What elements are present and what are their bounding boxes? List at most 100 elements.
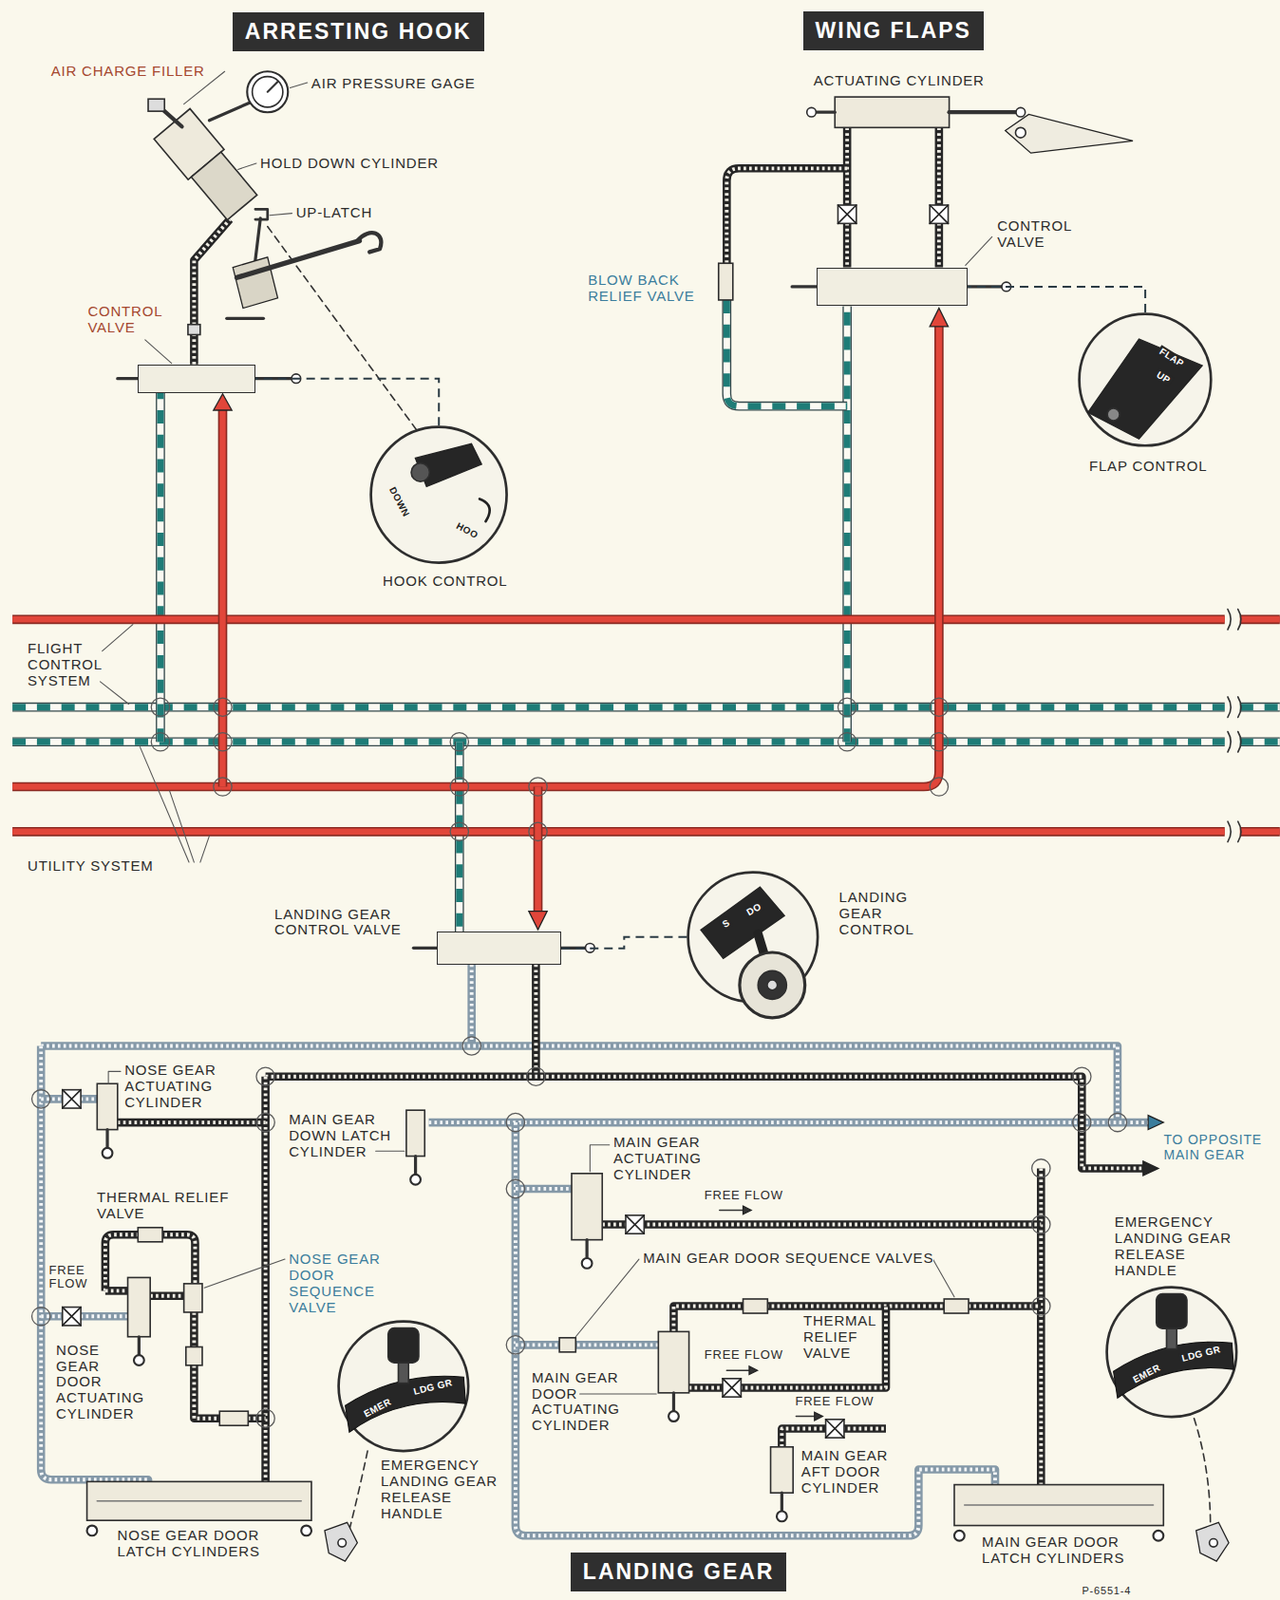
hydraulic-line (12, 736, 1225, 747)
check-valve-cross (826, 1419, 845, 1438)
hydraulic-line (150, 1294, 184, 1299)
section-title-band: LANDING GEAR (570, 1552, 788, 1591)
flow-arrow (1148, 1115, 1164, 1130)
pressure-arrow (929, 308, 948, 327)
air-charge-filler (148, 98, 165, 112)
line-junction (450, 822, 469, 841)
part-label: NOSE GEAR ACTUATING CYLINDER (124, 1061, 216, 1111)
label-box: HOLD DOWN CYLINDER (260, 155, 439, 172)
control-dial: FLAP CONTROLFLAPUP (1077, 312, 1213, 448)
sequence-valve (186, 1346, 203, 1365)
hydraulic-line (845, 127, 849, 267)
hydraulic-line (515, 1122, 996, 1536)
hydraulic-line (1240, 614, 1280, 624)
part-label: MAIN GEAR DOWN LATCH CYLINDER (288, 1110, 392, 1160)
hydraulic-line (602, 1223, 1041, 1227)
label-box: FLIGHT CONTROL SYSTEM (27, 640, 118, 690)
label-box: MAIN GEAR AFT DOOR CYLINDER (801, 1448, 902, 1497)
hydraulic-line (726, 300, 848, 407)
hydraulic-line (193, 219, 230, 365)
label-box: THERMAL RELIEF VALVE (96, 1189, 254, 1223)
hydraulic-line (193, 1365, 265, 1419)
hydraulic-line (12, 702, 1225, 713)
hydraulic-line (105, 1288, 129, 1293)
hydraulic-line (1240, 738, 1280, 746)
control-valve: LANDING GEAR CONTROL VALVE (436, 931, 562, 964)
actuating-cylinder (128, 1277, 151, 1337)
part-label: ACTUATING CYLINDER (813, 72, 985, 89)
hold-down-cylinder (153, 109, 261, 224)
rod-eye (102, 1148, 113, 1159)
line-junction (213, 697, 232, 716)
label-box: AIR PRESSURE GAGE (311, 75, 476, 93)
control-linkage (267, 226, 419, 433)
piston-rod (780, 1492, 784, 1511)
hydraulic-line (40, 1314, 128, 1318)
section-title: LANDING GEAR (583, 1559, 775, 1584)
check-valve (62, 1307, 81, 1326)
line-junction (1032, 1215, 1051, 1234)
label-box: MAIN GEAR DOWN LATCH CYLINDER (288, 1111, 398, 1161)
wheel-hub (767, 979, 778, 991)
hydraulic-line (1240, 827, 1280, 837)
component-label: EMERGENCY LANDING GEAR RELEASE HANDLE (1114, 1214, 1250, 1280)
check-valve (837, 205, 856, 224)
hydraulic-line (12, 703, 1225, 711)
part-label: MAIN GEAR DOOR LATCH CYLINDERS (981, 1533, 1125, 1566)
sequence-valve (743, 1298, 769, 1314)
check-valve (722, 1378, 741, 1397)
check-valve-cross (929, 205, 948, 224)
section-title: WING FLAPS (815, 18, 972, 43)
control-dial: HOOK CONTROLDOWNHOO (369, 425, 509, 565)
pressure-arrow (528, 911, 547, 930)
check-valve (625, 1215, 644, 1234)
dial-face (338, 1321, 469, 1452)
part-label: NOSE GEAR DOOR ACTUATING CYLINDER (56, 1341, 145, 1423)
line-junction (32, 1090, 51, 1109)
hydraulic-line (1240, 736, 1280, 747)
actuating-cylinder (658, 1331, 689, 1393)
hydraulic-line (12, 614, 1225, 624)
part-label: BLOW BACK RELIEF VALVE (587, 271, 695, 304)
leader-line (102, 624, 133, 652)
hydraulic-line (156, 393, 164, 743)
dial-face (1107, 1287, 1238, 1418)
hook-tip (357, 232, 381, 252)
wheel-hub (758, 970, 788, 999)
dial-face (371, 427, 508, 564)
hydraulic-line (937, 127, 942, 267)
leader-line (145, 339, 172, 364)
release-plate (1113, 1342, 1235, 1399)
valve-rod (791, 284, 817, 288)
part-label: MAIN GEAR DOOR SEQUENCE VALVES (642, 1249, 934, 1266)
leader-line (269, 213, 293, 216)
hydraulic-line (40, 1045, 1118, 1123)
leader-line (204, 1259, 285, 1288)
hydraulic-line (455, 741, 463, 932)
rod-eye (954, 1530, 965, 1542)
hydraulic-line (689, 1306, 886, 1389)
release-plate (344, 1375, 466, 1432)
component-label: CONTROL VALVE (997, 218, 1078, 251)
line-junction (528, 777, 547, 796)
label-box: AIR CHARGE FILLER (51, 63, 206, 80)
hydraulic-line (1240, 828, 1280, 835)
leader-line (589, 1145, 609, 1172)
piston-rod (137, 1336, 141, 1356)
sequence-valve (559, 1337, 576, 1353)
label-box: FREE FLOW (794, 1394, 874, 1410)
part-label: NOSE GEAR DOOR LATCH CYLINDERS (117, 1526, 261, 1560)
gage-needle (267, 81, 279, 93)
release-cable (349, 1450, 368, 1531)
hydraulic-line (726, 300, 848, 407)
label-box: P-6551-4 (1081, 1584, 1131, 1597)
flap-actuating-cylinder (834, 96, 949, 128)
sequence-valve (184, 1283, 203, 1313)
sequence-valve (943, 1298, 969, 1314)
part-label: MAIN GEAR AFT DOOR CYLINDER (801, 1447, 888, 1496)
part-label: UTILITY SYSTEM (27, 857, 154, 874)
thermal-relief-valve (137, 1227, 163, 1243)
hydraulic-line (726, 300, 848, 407)
leader-line (376, 1150, 405, 1152)
piston-rod (414, 1156, 417, 1175)
